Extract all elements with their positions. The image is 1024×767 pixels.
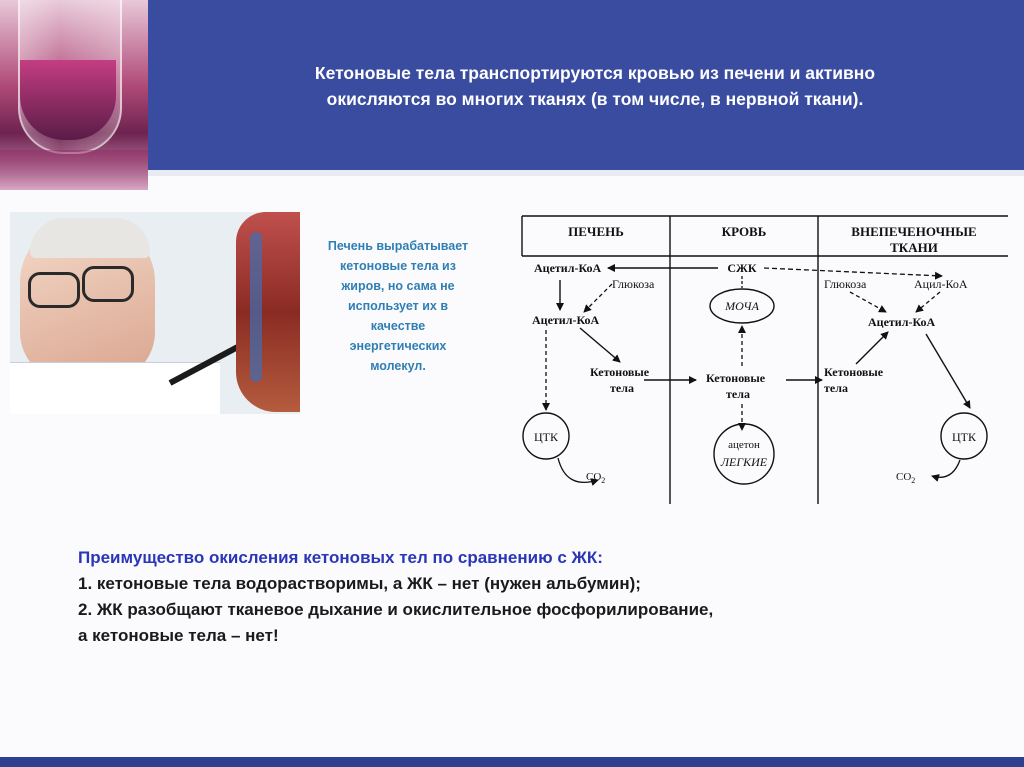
- slide-title: Кетоновые тела транспортируются кровью и…: [190, 60, 1000, 112]
- tca-circle-tissue: [940, 412, 988, 460]
- liver-acetyl-coa-1: Ацетил-КоА: [534, 261, 602, 275]
- blood-ketone-1: Кетоновые: [706, 371, 766, 385]
- bottom-bar: [0, 757, 1024, 767]
- arrow-tissue-acyl: [915, 291, 941, 313]
- liver-vein: [250, 232, 262, 382]
- urine-label: МОЧА: [724, 299, 759, 313]
- liver-ketone-2: тела: [610, 381, 634, 395]
- liver-model: [236, 212, 300, 412]
- arrow-to-ketone-liver: [579, 327, 621, 363]
- caption-line: молекул.: [370, 359, 426, 373]
- caption-line: жиров, но сама не: [341, 279, 455, 293]
- caption-line: Печень вырабатывает: [327, 239, 469, 253]
- column-header-tissues-2: ТКАНИ: [890, 240, 938, 255]
- arrow-ketone-to-acetyl-tissue: [855, 331, 889, 365]
- tissues-ketone-2: тела: [824, 381, 848, 395]
- doctor-liver-photo: [10, 212, 300, 414]
- caption-line: энергетических: [349, 339, 447, 353]
- flask-image: [0, 0, 148, 190]
- lungs-label: ЛЕГКИЕ: [720, 455, 768, 469]
- arrow-glucose-dashed: [583, 283, 613, 313]
- header-band: [148, 0, 1024, 170]
- advantage-line-3: а кетоновые тела – нет!: [78, 626, 279, 645]
- arrow-acetyl-to-tca-tissue: [925, 333, 971, 409]
- lungs-circle: [713, 423, 775, 485]
- urine-ellipse: [709, 288, 775, 324]
- co2-label-liver: CO2: [586, 471, 605, 485]
- advantage-block: Преимущество окисления кетоновых тел по …: [78, 545, 978, 649]
- liver-acetyl-coa-2: Ацетил-КоА: [532, 313, 600, 327]
- caption-line: кетоновые тела из: [340, 259, 456, 273]
- header-divider: [148, 170, 1024, 176]
- caption-line: качестве: [370, 319, 426, 333]
- column-header-blood: КРОВЬ: [722, 224, 767, 239]
- slide-title-line1: Кетоновые тела транспортируются кровью и…: [314, 63, 876, 83]
- advantage-line-2: 2. ЖК разобщают тканевое дыхание и окисл…: [78, 600, 714, 619]
- tca-label-tissue: ЦТК: [952, 430, 977, 444]
- co2-label-tissue: CO2: [896, 471, 915, 485]
- acetone-label: ацетон: [728, 439, 760, 451]
- tissues-acyl-coa: Ацил-КоА: [914, 277, 968, 291]
- co2-arrow-liver: [557, 457, 599, 486]
- tca-label-liver: ЦТК: [534, 430, 559, 444]
- glasses-right-lens: [82, 266, 134, 302]
- column-header-tissues: ВНЕПЕЧЕНОЧНЫЕ: [851, 224, 976, 239]
- ketone-transport-diagram: ПЕЧЕНЬ КРОВЬ ВНЕПЕЧЕНОЧНЫЕ ТКАНИ Ацетил-…: [520, 214, 1010, 508]
- tissues-ketone-1: Кетоновые: [824, 365, 884, 379]
- liver-ketone-1: Кетоновые: [590, 365, 650, 379]
- caption-line: использует их в: [348, 299, 448, 313]
- advantage-title: Преимущество окисления кетоновых тел по …: [78, 548, 603, 567]
- photo-caption: Печень вырабатывает кетоновые тела из жи…: [298, 236, 498, 376]
- liver-glucose: Глюкоза: [612, 277, 655, 291]
- flask-liquid: [20, 60, 116, 140]
- blood-sjk: СЖК: [727, 261, 757, 275]
- arrow-sjk-to-tissues: [763, 267, 943, 280]
- glasses-left-lens: [28, 272, 80, 308]
- tissues-glucose: Глюкоза: [824, 277, 867, 291]
- tissues-acetyl-coa: Ацетил-КоА: [868, 315, 936, 329]
- co2-arrow-tissue: [931, 459, 961, 482]
- arrow-tissue-glucose: [849, 291, 887, 313]
- doctor-hair: [30, 218, 150, 258]
- column-header-liver: ПЕЧЕНЬ: [568, 224, 624, 239]
- slide-title-line2: окисляются во многих тканях (в том числе…: [326, 89, 864, 109]
- advantage-line-1: 1. кетоновые тела водорастворимы, а ЖК –…: [78, 574, 641, 593]
- flask-reflection: [0, 150, 148, 190]
- tca-circle-liver: [522, 412, 570, 460]
- blood-ketone-2: тела: [726, 387, 750, 401]
